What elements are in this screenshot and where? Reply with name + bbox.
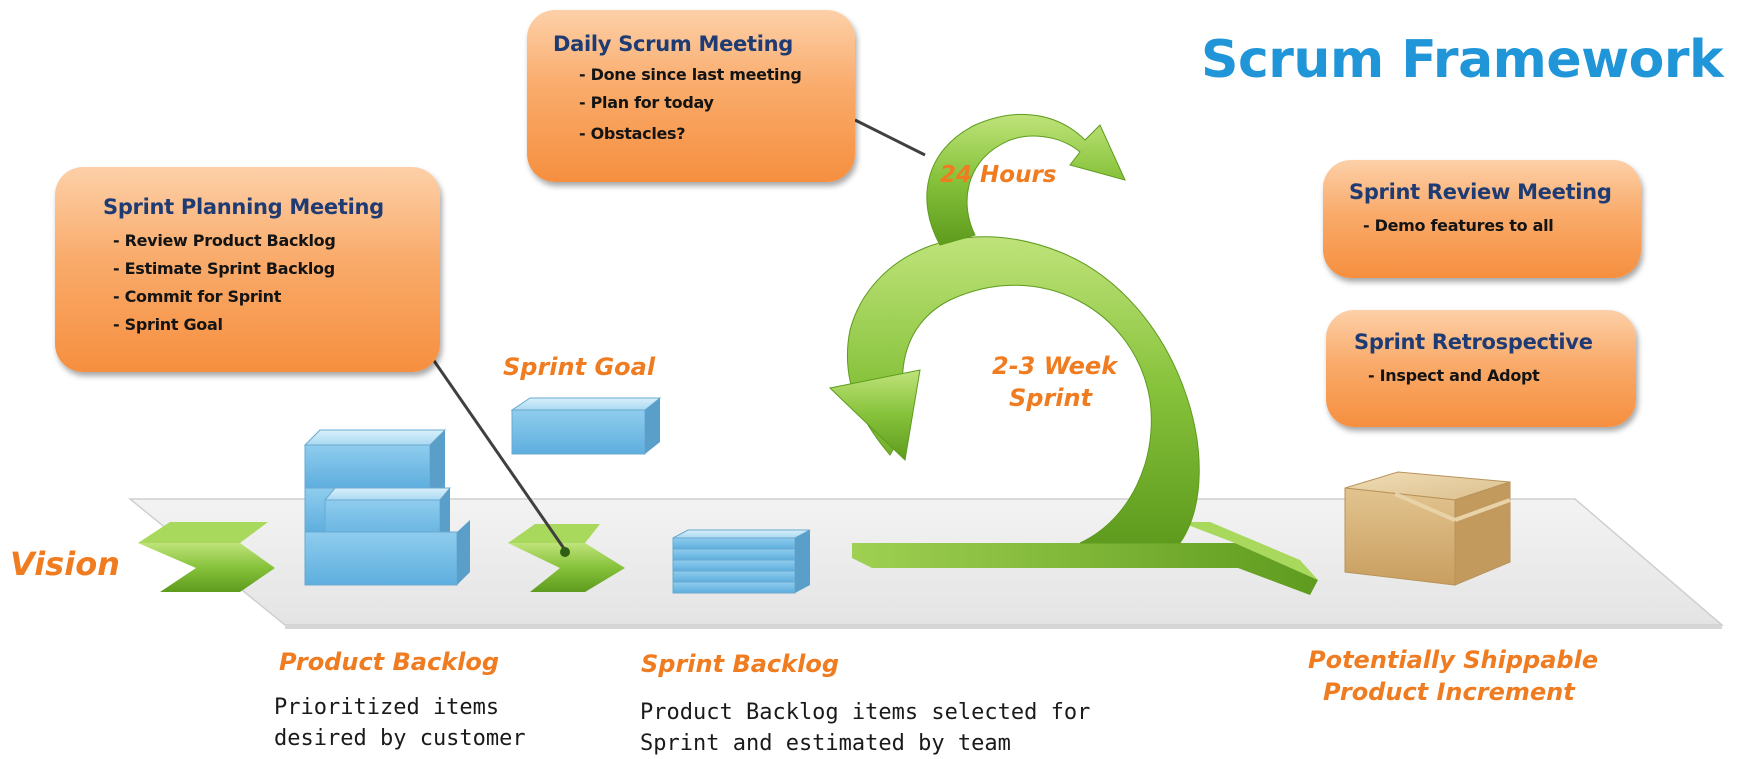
- product-backlog-desc-line: Prioritized items: [274, 695, 500, 720]
- sprint-retrospective-box: Sprint Retrospective - Inspect and Adopt: [1326, 310, 1636, 427]
- planning-connector-dot: [560, 547, 570, 557]
- product-backlog-desc-line: desired by customer: [274, 726, 526, 751]
- vision-arrow: [138, 522, 275, 592]
- sprint-arrow: [852, 522, 1318, 595]
- sprint-cycle-label-line2: Sprint: [1009, 384, 1093, 412]
- sprint-planning-item: - Commit for Sprint: [113, 287, 282, 306]
- sprint-retrospective-item: - Inspect and Adopt: [1368, 366, 1540, 385]
- page-title: Scrum Framework: [1201, 30, 1724, 90]
- daily-scrum-title: Daily Scrum Meeting: [553, 32, 793, 56]
- sprint-review-item: - Demo features to all: [1363, 216, 1554, 235]
- sprint-backlog-desc-line: Sprint and estimated by team: [640, 731, 1011, 756]
- planning-connector: [428, 354, 567, 551]
- daily-scrum-item: - Plan for today: [579, 93, 714, 112]
- product-backlog-stack: [303, 429, 470, 586]
- sprint-goal-block: [510, 397, 662, 455]
- sprint-planning-item: - Estimate Sprint Backlog: [113, 259, 335, 278]
- sprint-backlog-stack: [672, 529, 811, 594]
- sprint-planning-item: - Review Product Backlog: [113, 231, 336, 250]
- sprint-review-box: Sprint Review Meeting - Demo features to…: [1323, 160, 1641, 278]
- sprint-review-title: Sprint Review Meeting: [1349, 180, 1612, 204]
- sprint-goal-label: Sprint Goal: [503, 353, 656, 381]
- product-backlog-desc: Prioritized items desired by customer: [274, 692, 526, 754]
- increment-label-line2: Product Increment: [1323, 678, 1575, 706]
- daily-connector: [854, 118, 926, 157]
- sprint-loop-arrow: [828, 236, 1200, 544]
- sprint-planning-title: Sprint Planning Meeting: [103, 195, 384, 219]
- daily-cycle-label: 24 Hours: [940, 162, 1057, 188]
- sprint-cycle-label-line1: 2-3 Week: [992, 352, 1118, 380]
- product-backlog-label: Product Backlog: [279, 648, 500, 676]
- daily-loop-arrow: [926, 113, 1126, 246]
- sprint-backlog-desc-line: Product Backlog items selected for: [640, 700, 1091, 725]
- product-increment-box: [1344, 471, 1511, 586]
- vision-label: Vision: [10, 545, 120, 583]
- sprint-backlog-label: Sprint Backlog: [641, 650, 840, 678]
- sprint-retrospective-title: Sprint Retrospective: [1354, 330, 1593, 354]
- sprint-planning-box: Sprint Planning Meeting - Review Product…: [55, 167, 440, 372]
- daily-scrum-item: - Done since last meeting: [579, 65, 802, 84]
- sprint-backlog-desc: Product Backlog items selected for Sprin…: [640, 697, 1090, 759]
- daily-scrum-box: Daily Scrum Meeting - Done since last me…: [527, 10, 855, 182]
- daily-scrum-item: - Obstacles?: [579, 124, 686, 143]
- increment-label-line1: Potentially Shippable: [1308, 646, 1599, 674]
- sprint-planning-item: - Sprint Goal: [113, 315, 223, 334]
